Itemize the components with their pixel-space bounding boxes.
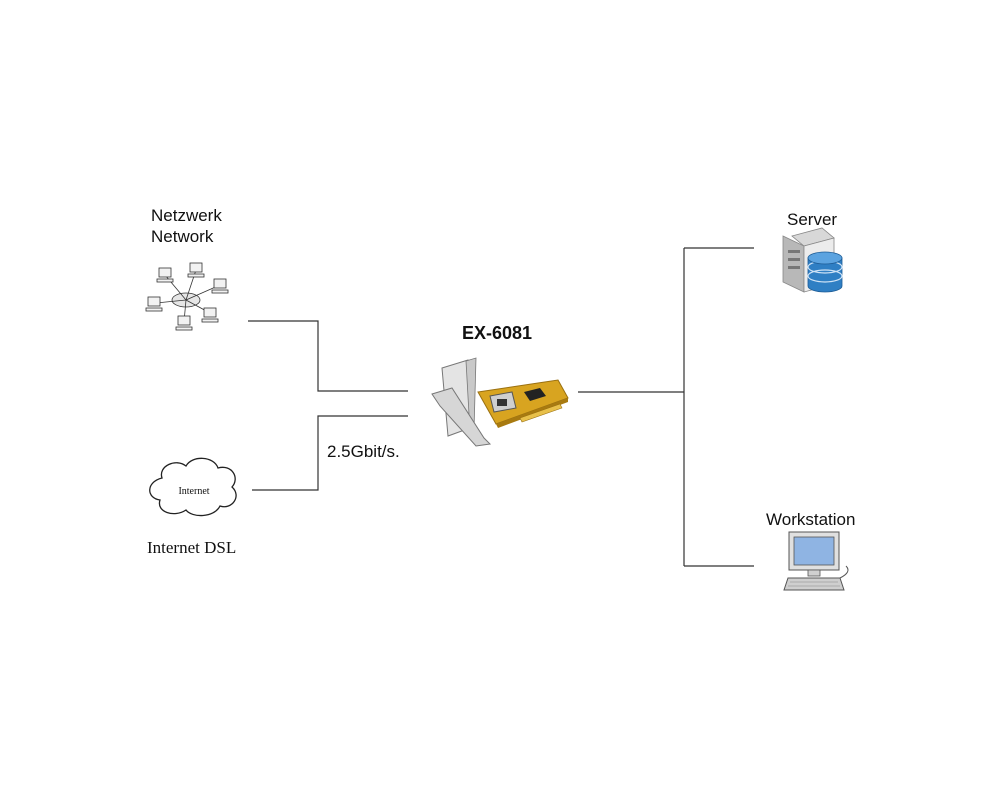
link-internet-to-card — [252, 415, 408, 491]
workstation-computer-icon — [783, 531, 849, 591]
network-label-en: Network — [151, 227, 214, 246]
cloud-icon: Internet — [149, 457, 237, 517]
server-label: Server — [787, 210, 838, 229]
pcie-network-card-icon — [431, 357, 569, 447]
link-speed-label: 2.5Gbit/s. — [327, 442, 400, 461]
card-model-label: EX-6081 — [462, 323, 533, 343]
workstation-label: Workstation — [766, 510, 856, 529]
internet-dsl-label: Internet DSL — [147, 538, 237, 557]
network-label: Netzwerk Network — [151, 205, 222, 247]
cloud-text: Internet — [178, 486, 209, 497]
link-network-to-card — [248, 320, 408, 392]
network-topology-icon — [145, 262, 229, 331]
network-label-de: Netzwerk — [151, 206, 222, 225]
server-database-icon — [782, 227, 843, 293]
connector-lines — [248, 247, 754, 567]
